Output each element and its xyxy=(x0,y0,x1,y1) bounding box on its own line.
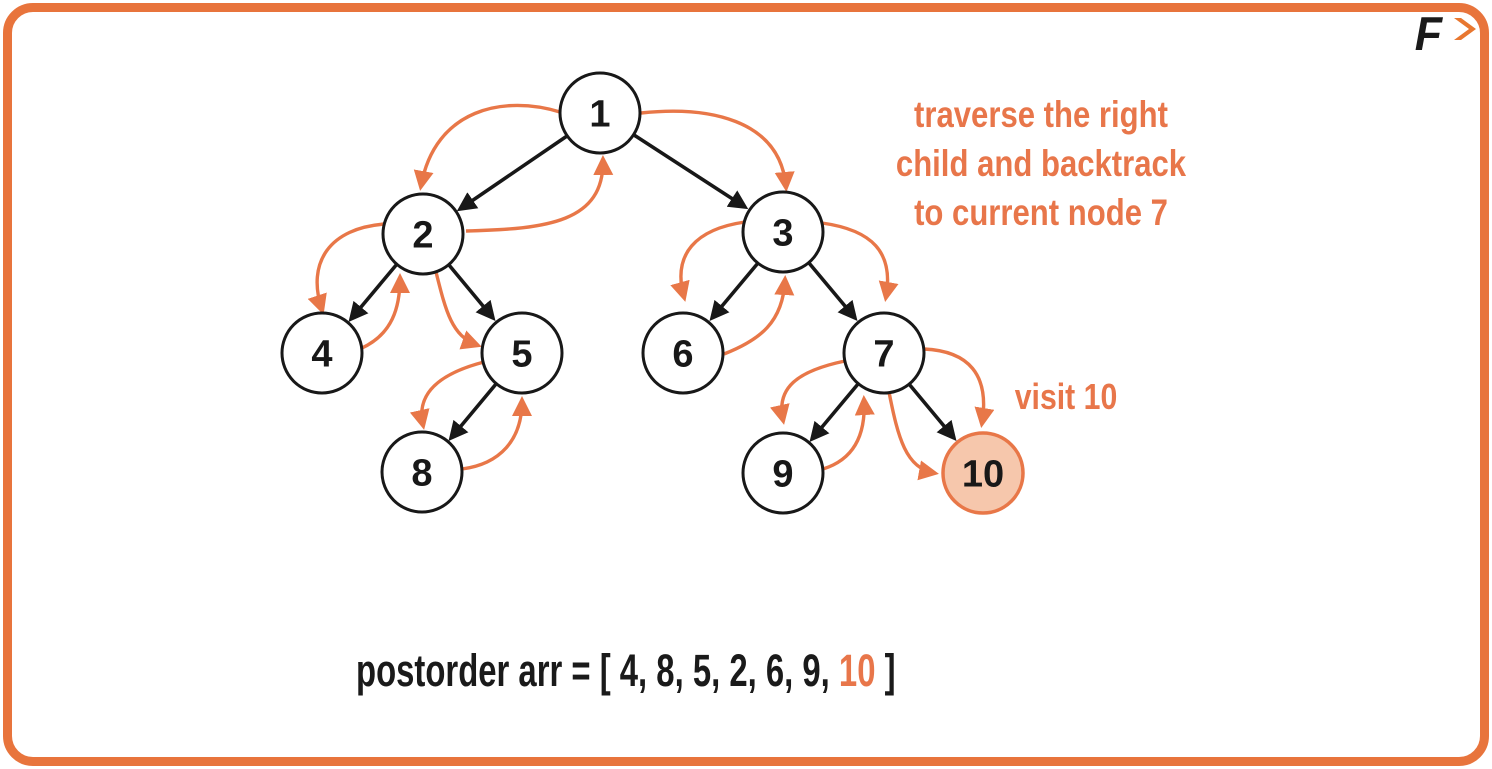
rounded-border-frame xyxy=(3,3,1489,766)
traversal-arrow-4-2-backtrack xyxy=(361,272,411,350)
tree-edge-2-5 xyxy=(447,263,496,321)
node-label-7: 7 xyxy=(873,333,894,375)
tree-node-4: 4 xyxy=(280,311,364,395)
node-label-5: 5 xyxy=(511,333,532,375)
traversal-arrow-7-10-side xyxy=(887,391,939,481)
right-chevron-icon xyxy=(1454,18,1476,40)
tree-node-7: 7 xyxy=(842,311,926,395)
tree-edge-3-6 xyxy=(709,261,760,321)
tree-edge-1-2 xyxy=(456,134,569,212)
tree-node-10-highlighted: 10 xyxy=(941,431,1025,515)
tree-node-2: 2 xyxy=(381,192,465,276)
traversal-arrow-7-10-top xyxy=(923,347,995,428)
traversal-arrow-1-3 xyxy=(640,109,795,192)
tree-edge-2-4 xyxy=(348,262,399,322)
tree-edge-1-3 xyxy=(633,133,749,210)
node-label-6: 6 xyxy=(672,333,693,375)
node-label-8: 8 xyxy=(411,452,432,494)
tree-edge-5-8 xyxy=(448,382,498,441)
traversal-arrow-1-2 xyxy=(413,103,561,191)
postorder-result-text: postorder arr = [ 4, 8, 5, 2, 6, 9, 10 ] xyxy=(356,645,896,697)
tree-node-5: 5 xyxy=(480,311,564,395)
tree-node-3: 3 xyxy=(741,190,825,274)
brand-logo: F xyxy=(1408,6,1478,60)
traversal-arrow-7-9 xyxy=(769,359,846,425)
traversal-arrow-2-5 xyxy=(434,271,482,350)
traversal-arrow-8-5-backtrack xyxy=(461,395,533,471)
node-label-1: 1 xyxy=(589,93,610,135)
node-label-9: 9 xyxy=(772,453,793,495)
traversal-arrow-2-1-backtrack xyxy=(465,154,614,233)
result-prefix: postorder arr = [ 4, 8, 5, 2, 6, 9, xyxy=(356,645,830,696)
traversal-arrow-6-3-backtrack xyxy=(723,274,795,356)
annotation-line-3: to current node 7 xyxy=(914,192,1168,233)
node-label-2: 2 xyxy=(412,214,433,256)
result-suffix: ] xyxy=(884,645,896,696)
annotation-line-1: traverse the right xyxy=(914,94,1168,135)
tree-node-1: 1 xyxy=(558,71,642,155)
traversal-arrow-5-8 xyxy=(409,360,485,430)
annotation-line-2: child and backtrack xyxy=(895,143,1187,184)
tree-node-8: 8 xyxy=(380,430,464,514)
tree-edge-3-7 xyxy=(807,261,858,321)
logo-letter-f: F xyxy=(1414,7,1443,60)
traversal-annotation: traverse the right child and backtrack t… xyxy=(890,90,1192,237)
traversal-arrow-3-6 xyxy=(670,220,746,302)
traversal-arrow-3-7 xyxy=(821,221,899,302)
node-label-4: 4 xyxy=(311,333,332,375)
tree-edge-7-10 xyxy=(907,382,957,441)
node-label-10: 10 xyxy=(962,453,1004,495)
traversal-arrow-2-4 xyxy=(307,222,386,315)
traversal-arrow-9-7-backtrack xyxy=(822,394,875,471)
node-label-3: 3 xyxy=(772,212,793,254)
visit-label: visit 10 xyxy=(1014,376,1118,417)
tree-edge-7-9 xyxy=(809,382,860,442)
tree-node-6: 6 xyxy=(641,311,725,395)
result-highlighted-number: 10 xyxy=(838,645,876,696)
tree-node-9: 9 xyxy=(741,431,825,515)
